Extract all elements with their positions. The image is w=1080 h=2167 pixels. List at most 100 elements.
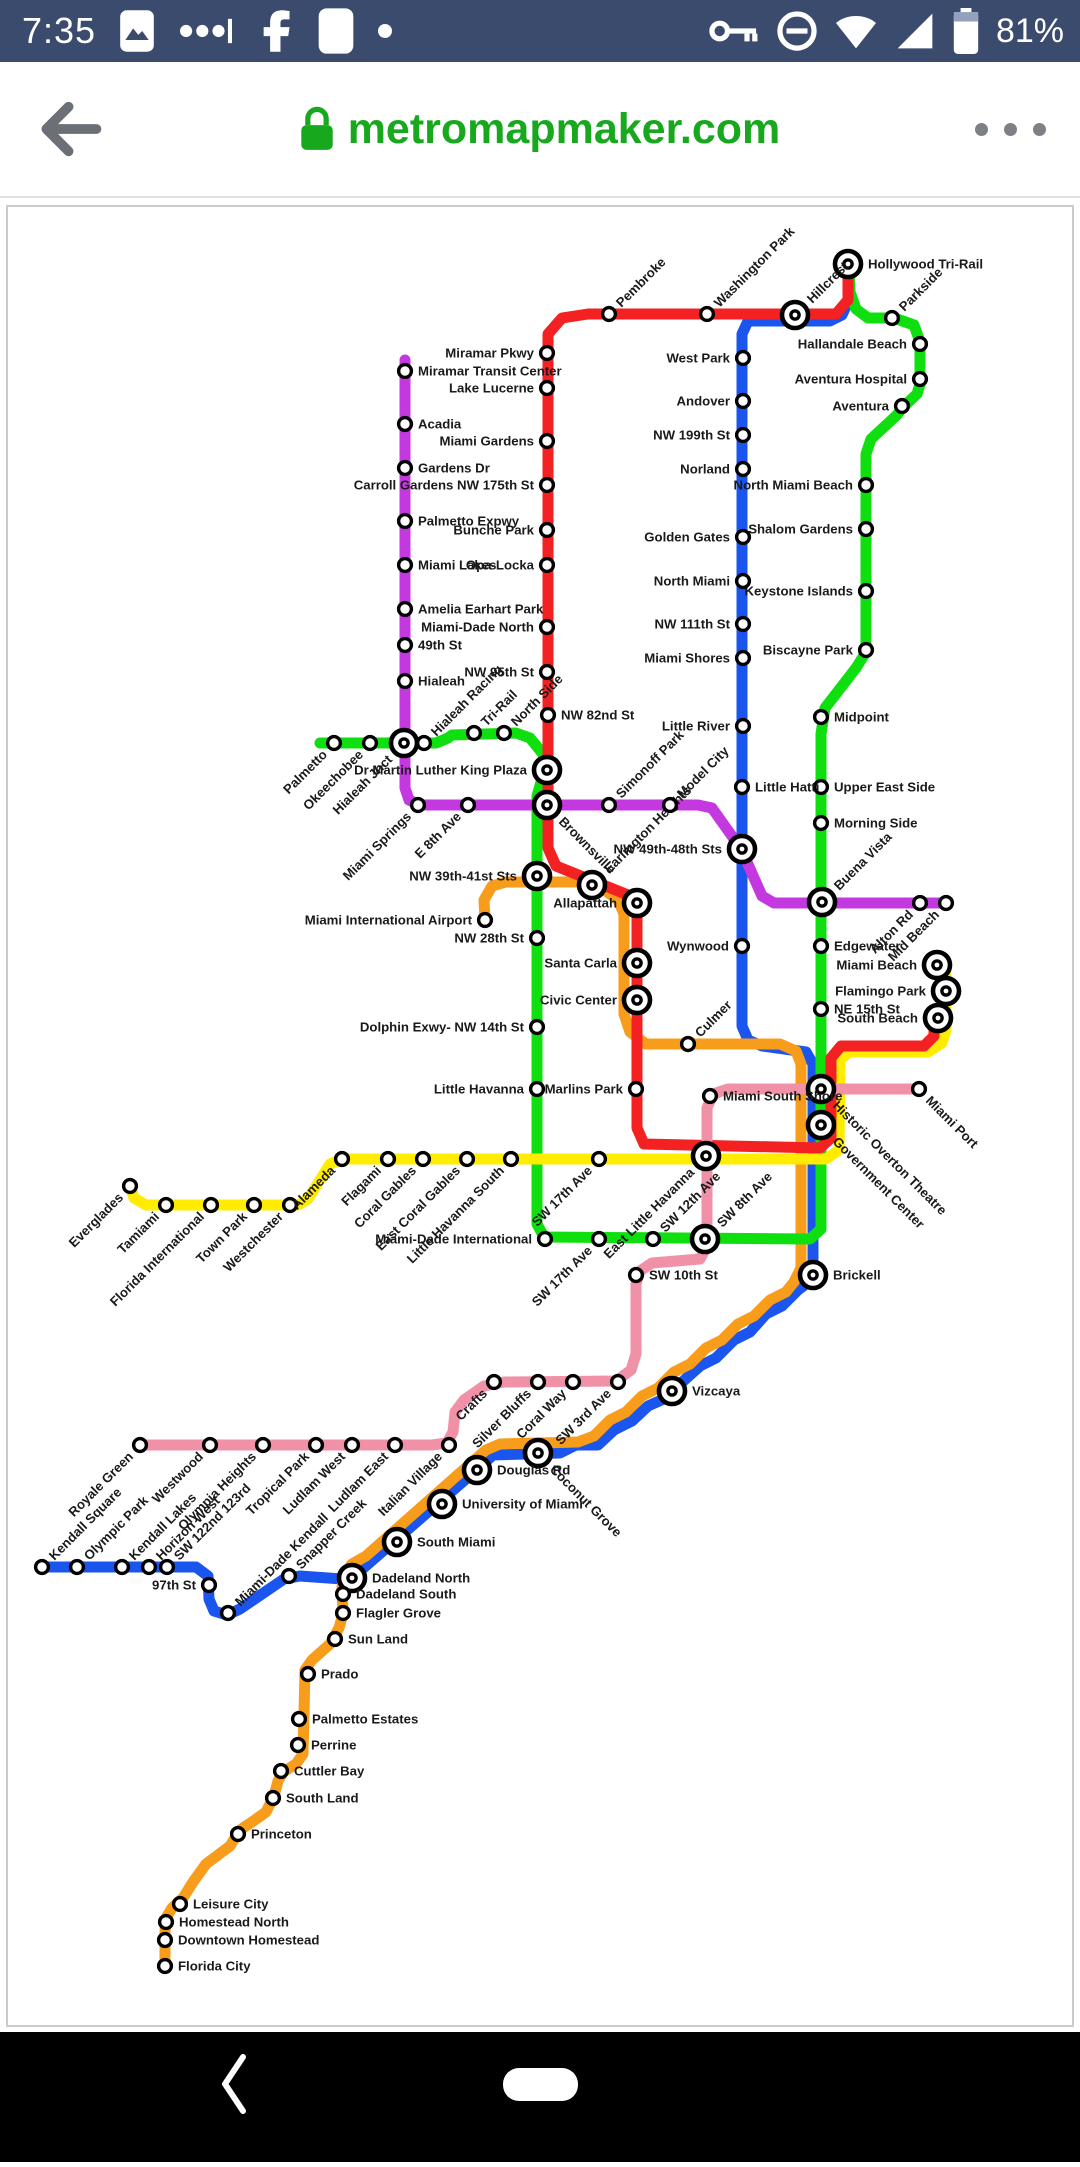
station-miami-port[interactable]: Miami Port [910,1080,982,1152]
station-north-miami-beach[interactable]: North Miami Beach [734,476,875,494]
station-palmetto-estates[interactable]: Palmetto Estates [290,1710,419,1728]
station-brickell[interactable]: Brickell [797,1259,881,1291]
station-gardens-dr[interactable]: Gardens Dr [396,459,490,477]
home-pill[interactable] [503,2068,578,2101]
gallery-icon [120,10,154,52]
station-university-of-miami[interactable]: University of Miami [426,1488,583,1520]
station-miami-gardens[interactable]: Miami Gardens [439,432,556,450]
station-label: South Beach [837,1011,918,1026]
station-coconut-grove[interactable]: Coconut Grove [522,1437,625,1540]
station-andover[interactable]: Andover [677,392,752,410]
station-miami-international-airport[interactable]: Miami International Airport [305,911,494,929]
station-ne-15th-st[interactable]: NE 15th St [812,1000,901,1018]
station-upper-east-side[interactable]: Upper East Side [812,778,936,796]
station-south-beach[interactable]: South Beach [837,1002,954,1034]
station-marlins-park[interactable]: Marlins Park [545,1080,645,1098]
overflow-menu-icon[interactable] [975,122,1046,136]
station-dadeland-south[interactable]: Dadeland South [334,1585,457,1603]
station-hallandale-beach[interactable]: Hallandale Beach [798,335,929,353]
station-aventura-hospital[interactable]: Aventura Hospital [795,370,929,388]
station-miramar-pkwy[interactable]: Miramar Pkwy [445,344,556,362]
station-keystone-islands[interactable]: Keystone Islands [745,582,875,600]
station-label: South Miami [417,1535,495,1550]
station-south-land[interactable]: South Land [264,1789,359,1807]
station-nw-95th-st[interactable]: NW 95th St [464,663,556,681]
station-florida-city[interactable]: Florida City [156,1957,252,1975]
station-palmetto-expwy[interactable]: Palmetto Expwy [396,512,520,530]
station-label: Morning Side [834,816,918,831]
station-label: Flamingo Park [835,984,927,999]
station-miami-beach[interactable]: Miami Beach [836,949,953,981]
station-little-hatti[interactable]: Little Hatti [733,778,820,796]
station-dr-martin-luther-king-plaza[interactable]: Dr Martin Luther King Plaza [354,754,563,786]
station-shalom-gardens[interactable]: Shalom Gardens [748,520,875,538]
station-carroll-gardens-nw-175th-st[interactable]: Carroll Gardens NW 175th St [354,476,556,494]
station-south-miami[interactable]: South Miami [381,1526,495,1558]
back-chevron-icon[interactable] [222,2054,246,2114]
station-nw-82nd-st[interactable]: NW 82nd St [539,706,635,724]
station-west-park[interactable]: West Park [666,349,752,367]
station-miami-dade-international[interactable]: Miami-Dade International [375,1230,554,1248]
station-miami-shores[interactable]: Miami Shores [644,649,752,667]
station-sun-land[interactable]: Sun Land [326,1630,408,1648]
station-label: Douglas Rd [497,1463,570,1478]
station-perrine[interactable]: Perrine [289,1736,357,1754]
station-civic-center[interactable]: Civic Center [540,984,653,1016]
station-princeton[interactable]: Princeton [229,1825,312,1843]
station-bunche-park[interactable]: Bunche Park [453,521,556,539]
station-little-havanna[interactable]: Little Havanna [434,1080,546,1098]
station-label: Prado [321,1667,358,1682]
station-label: Dolphin Exwy- NW 14th St [360,1020,525,1035]
station-miami-lakes[interactable]: Miami Lakes [396,556,497,574]
station-vizcaya[interactable]: Vizcaya [656,1375,741,1407]
station-97th-st[interactable]: 97th St [152,1576,218,1594]
station-dolphin-exwy-nw-14th-st[interactable]: Dolphin Exwy- NW 14th St [360,1018,546,1036]
station-nw-111th-st[interactable]: NW 111th St [655,615,752,633]
station-amelia-earhart-park[interactable]: Amelia Earhart Park [396,600,544,618]
station-alameda[interactable]: Alameda [289,1150,351,1213]
station-miami-south-shore[interactable]: Miami South Shore [701,1087,843,1105]
station-cuttler-bay[interactable]: Cuttler Bay [272,1762,365,1780]
station-opa-locka[interactable]: Opa-Locka [466,556,556,574]
station-morning-side[interactable]: Morning Side [812,814,918,832]
station-hialeah[interactable]: Hialeah [396,672,465,690]
back-arrow-icon[interactable] [38,101,102,157]
station-sw-10th-st[interactable]: SW 10th St [627,1266,719,1284]
station-49th-st[interactable]: 49th St [396,636,463,654]
url-field[interactable]: metromapmaker.com [0,105,1080,154]
station-downtown-homestead[interactable]: Downtown Homestead [156,1931,320,1949]
station-golden-gates[interactable]: Golden Gates [644,528,752,546]
station-nw-39th-41st-sts[interactable]: NW 39th-41st Sts [409,860,553,892]
station-wynwood[interactable]: Wynwood [667,937,751,955]
station-prado[interactable]: Prado [299,1665,359,1683]
station-biscayne-park[interactable]: Biscayne Park [763,641,875,659]
station-leisure-city[interactable]: Leisure City [171,1895,270,1913]
station-homestead-north[interactable]: Homestead North [157,1913,289,1931]
station-edgewater[interactable]: Edgewater [812,937,901,955]
station-douglas-rd[interactable]: Douglas Rd [461,1454,570,1486]
station-acadia[interactable]: Acadia [396,415,462,433]
station-label: Vizcaya [692,1384,741,1399]
station-lake-lucerne[interactable]: Lake Lucerne [449,379,556,397]
station-miami-dade-north[interactable]: Miami-Dade North [421,618,556,636]
station-hollywood-tri-rail[interactable]: Hollywood Tri-Rail [832,248,983,280]
station-nw-28th-st[interactable]: NW 28th St [454,929,546,947]
station-miramar-transit-center[interactable]: Miramar Transit Center [396,362,562,380]
station-little-river[interactable]: Little River [662,717,752,735]
station-nw-199th-st[interactable]: NW 199th St [653,426,752,444]
station-flagler-grove[interactable]: Flagler Grove [334,1604,441,1622]
station-allapattah[interactable]: Allapattah [553,887,653,919]
station-label: Little Hatti [755,780,819,795]
station-santa-carla[interactable]: Santa Carla [544,947,653,979]
station-midpoint[interactable]: Midpoint [812,708,890,726]
station-miami-dade-kendall[interactable]: Miami-Dade Kendall [219,1510,332,1622]
station-aventura[interactable]: Aventura [832,397,911,415]
station-parkside[interactable]: Parkside [883,265,946,327]
station-nw-49th-48th-sts[interactable]: NW 49th-48th Sts [614,833,758,865]
station-label: Little Havanna [434,1082,525,1097]
station-north-miami[interactable]: North Miami [654,572,752,590]
station-dadeland-north[interactable]: Dadeland North [336,1562,470,1594]
station-flamingo-park[interactable]: Flamingo Park [835,975,962,1007]
station-norland[interactable]: Norland [680,460,752,478]
